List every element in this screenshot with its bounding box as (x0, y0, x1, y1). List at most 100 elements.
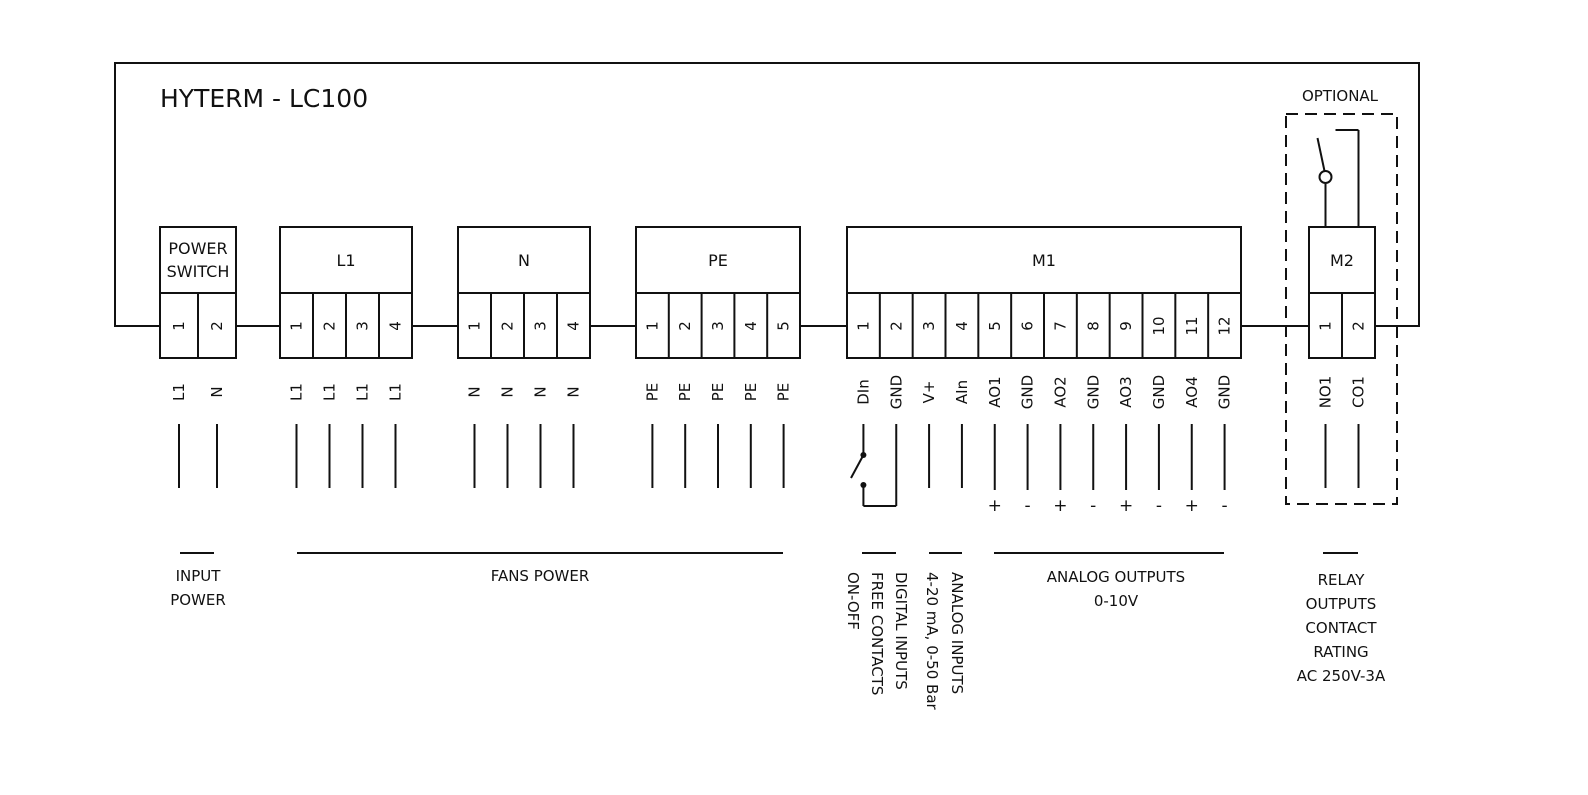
relay-contact-blade (1316, 137, 1326, 172)
di-switch-lever (850, 454, 865, 479)
polarity-mark: + (1119, 496, 1133, 516)
wire-lines (114, 62, 1420, 554)
terminal-number: 5 (986, 321, 1004, 331)
terminal-number: 2 (676, 321, 694, 331)
terminal-signal-label: V+ (920, 381, 938, 404)
terminal-signal-label: AO1 (986, 376, 1004, 407)
terminal-number: 12 (1216, 316, 1234, 335)
terminal-number: 2 (499, 321, 517, 331)
block-l1-terminal-strip (279, 292, 413, 359)
caption-fans-power: FANS POWER (491, 567, 590, 585)
terminal-signal-label: PE (775, 383, 793, 402)
polarity-mark: - (1025, 496, 1031, 516)
terminal-signal-label: AO2 (1051, 376, 1069, 407)
caption-analog-outputs: 0-10V (1094, 592, 1139, 610)
block-l1-label: L1 (336, 251, 355, 270)
terminal-number: 1 (466, 321, 484, 331)
caption-relay-outputs: OUTPUTS (1306, 595, 1377, 613)
terminal-number: 3 (709, 321, 727, 331)
terminal-signal-label: L1 (321, 383, 339, 401)
terminal-number: 2 (208, 321, 226, 331)
terminal-number: 11 (1183, 316, 1201, 335)
terminal-number: 1 (288, 321, 306, 331)
block-m2-terminal-strip (1308, 292, 1376, 359)
relay-contact-circle (1318, 170, 1333, 184)
terminal-signal-label: AO4 (1183, 376, 1201, 407)
caption-digital-inputs: DIGITAL INPUTS (892, 572, 910, 690)
terminal-number: 10 (1150, 316, 1168, 335)
terminal-number: 1 (170, 321, 188, 331)
terminal-signal-label: AO3 (1117, 376, 1135, 407)
caption-relay-outputs: RELAY (1318, 571, 1366, 589)
caption-relay-outputs: RATING (1313, 643, 1368, 661)
terminal-number: 4 (565, 321, 583, 331)
terminal-number: 4 (742, 321, 760, 331)
terminal-signal-label: GND (1216, 375, 1234, 409)
block-n-label: N (518, 251, 530, 270)
block-power-label-box (159, 226, 237, 294)
terminal-number: 7 (1051, 321, 1069, 331)
terminal-signal-label: CO1 (1350, 376, 1368, 408)
terminal-signal-label: L1 (387, 383, 405, 401)
block-n-terminal-strip (457, 292, 591, 359)
terminal-number: 1 (643, 321, 661, 331)
terminal-number: 1 (854, 321, 872, 331)
terminal-signal-label: PE (742, 383, 760, 402)
block-m2-label: M2 (1330, 251, 1354, 270)
caption-digital-inputs: ON-OFF (844, 572, 862, 630)
polarity-mark: - (1222, 496, 1228, 516)
polarity-mark: - (1156, 496, 1162, 516)
terminal-signal-label: GND (1084, 375, 1102, 409)
caption-input-power: POWER (170, 591, 226, 609)
block-pe-label: PE (708, 251, 728, 270)
terminal-signal-label: N (208, 386, 226, 397)
terminal-signal-label: N (565, 386, 583, 397)
terminal-signal-label: AIn (953, 380, 971, 404)
caption-input-power: INPUT (176, 567, 222, 585)
block-power-label-1: SWITCH (167, 262, 230, 281)
terminal-blocks (159, 226, 1376, 359)
terminal-number: 2 (321, 321, 339, 331)
terminal-signal-label: DIn (854, 379, 872, 404)
device-title: HYTERM - LC100 (160, 84, 368, 113)
terminal-number: 2 (887, 321, 905, 331)
terminal-number: 5 (775, 321, 793, 331)
block-m1-label: M1 (1032, 251, 1056, 270)
terminal-number: 3 (920, 321, 938, 331)
caption-analog-inputs: 4-20 mA, 0-50 Bar (923, 572, 941, 711)
terminal-number: 2 (1350, 321, 1368, 331)
optional-region (1285, 113, 1398, 505)
terminal-signal-label: N (532, 386, 550, 397)
terminal-number: 3 (532, 321, 550, 331)
terminal-number: 4 (387, 321, 405, 331)
polarity-mark: + (1185, 496, 1199, 516)
terminal-number: 3 (354, 321, 372, 331)
caption-digital-inputs: FREE CONTACTS (868, 572, 886, 695)
terminal-signal-label: L1 (354, 383, 372, 401)
caption-relay-outputs: CONTACT (1305, 619, 1377, 637)
terminal-signal-label: NO1 (1317, 376, 1335, 409)
block-power-terminal-strip (159, 292, 237, 359)
block-power-label-0: POWER (168, 239, 227, 258)
polarity-mark: - (1090, 496, 1096, 516)
terminal-number: 4 (953, 321, 971, 331)
terminal-signal-label: L1 (170, 383, 188, 401)
terminal-signal-label: GND (1019, 375, 1037, 409)
terminal-number: 6 (1019, 321, 1037, 331)
terminal-signal-label: N (466, 386, 484, 397)
terminal-signal-label: GND (887, 375, 905, 409)
polarity-mark: + (988, 496, 1002, 516)
block-pe-terminal-strip (635, 292, 801, 359)
terminal-number: 8 (1084, 321, 1102, 331)
terminal-signal-label: L1 (288, 383, 306, 401)
optional-label: OPTIONAL (1302, 87, 1379, 105)
diagram-labels: HYTERM - LC100 OPTIONAL POWERSWITCH1L12N… (160, 84, 1386, 711)
caption-relay-outputs: AC 250V-3A (1297, 667, 1386, 685)
caption-analog-inputs: ANALOG INPUTS (948, 572, 966, 694)
terminal-signal-label: PE (676, 383, 694, 402)
block-m1-terminal-strip (846, 292, 1242, 359)
caption-analog-outputs: ANALOG OUTPUTS (1047, 568, 1185, 586)
polarity-mark: + (1053, 496, 1067, 516)
terminal-signal-label: GND (1150, 375, 1168, 409)
